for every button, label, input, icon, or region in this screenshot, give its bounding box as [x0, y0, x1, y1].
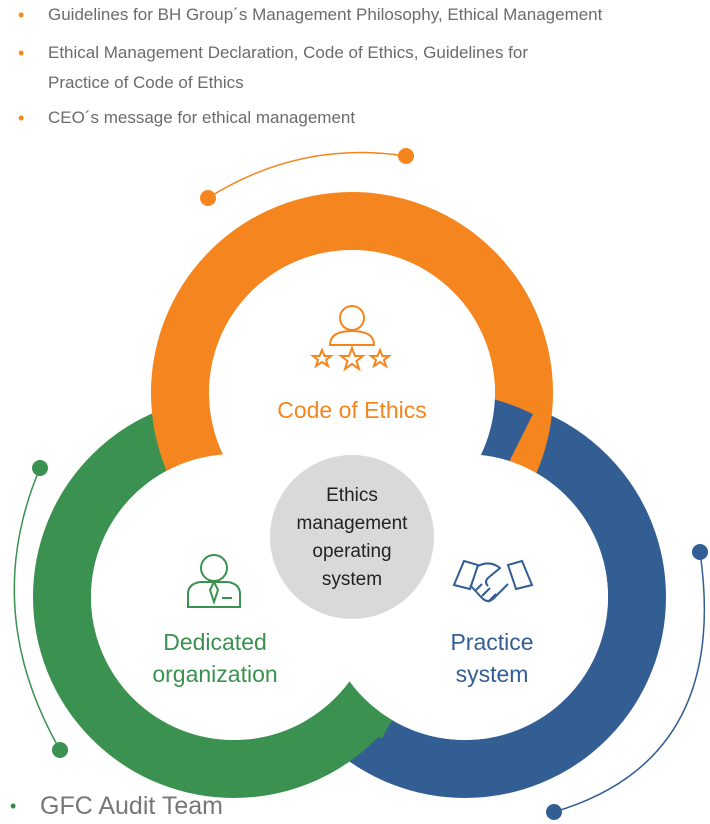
top-connector-dot — [200, 190, 216, 206]
bullet-text: Ethical Management Declaration, Code of … — [48, 43, 529, 62]
top-connector-arc — [207, 151, 407, 199]
handshake-icon — [452, 559, 534, 603]
practice-system-label: system — [456, 661, 529, 687]
code-of-ethics-label: Code of Ethics — [277, 397, 427, 423]
center-line: operating — [312, 541, 391, 562]
bullet-dot: • — [18, 108, 25, 128]
person-with-stars-icon — [310, 305, 392, 372]
right-connector-dot — [546, 804, 562, 820]
left-connector-arc — [13, 467, 61, 751]
right-connector-arc — [553, 551, 706, 813]
center-line: Ethics — [326, 485, 378, 506]
left-connector-dot — [52, 742, 68, 758]
bullet-dot: • — [18, 43, 25, 63]
bullet-dot: • — [10, 796, 17, 816]
left-connector-dot — [32, 460, 48, 476]
employee-icon — [187, 554, 241, 608]
bullet-dot: • — [18, 5, 25, 25]
top-connector-dot — [398, 148, 414, 164]
bullet-text: CEO´s message for ethical management — [48, 108, 356, 127]
center-circle — [270, 455, 434, 619]
right-connector-dot — [692, 544, 708, 560]
bullet-text: Practice of Code of Ethics — [48, 73, 244, 92]
center-line: system — [322, 569, 382, 590]
bottom-item-text: GFC Audit Team — [40, 792, 223, 820]
dedicated-organization-label: Dedicated — [163, 629, 267, 655]
bottom-list-item: • GFC Audit Team — [0, 792, 300, 824]
center-line: management — [297, 513, 409, 534]
practice-system-label: Practice — [450, 629, 533, 655]
dedicated-organization-label: organization — [152, 661, 277, 687]
bullet-text: Guidelines for BH Group´s Management Phi… — [48, 5, 603, 24]
